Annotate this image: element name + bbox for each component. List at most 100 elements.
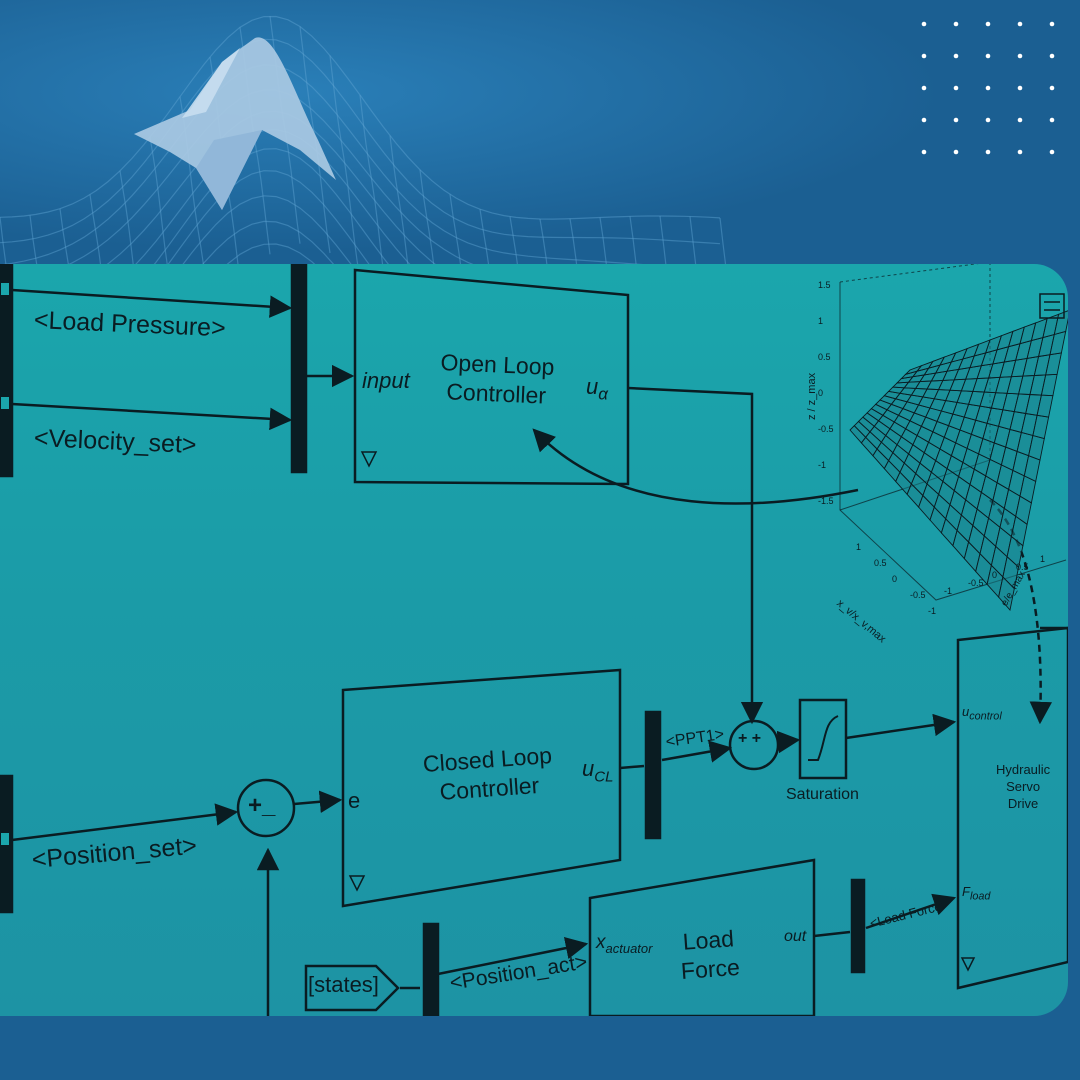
- mesh-line: [419, 169, 435, 264]
- dot: [1049, 149, 1055, 155]
- line-ol-to-sum: [627, 386, 764, 725]
- dot: [1049, 117, 1055, 123]
- line-sat-to-drive: [845, 713, 957, 740]
- mesh-line: [153, 148, 389, 264]
- saturation-block: [798, 698, 848, 780]
- ppt-bar: [644, 710, 662, 840]
- mesh-line: [149, 137, 168, 264]
- tick-label: 0.5: [874, 558, 887, 568]
- closed-loop-title: Closed Loop Controller: [422, 742, 553, 805]
- mesh-line: [659, 215, 667, 264]
- dot: [1017, 53, 1023, 59]
- open-loop-title: Open Loop Controller: [440, 349, 555, 409]
- mesh-line: [2, 64, 644, 264]
- dot: [985, 149, 991, 155]
- mesh-line: [449, 194, 462, 264]
- dot: [1017, 21, 1023, 27]
- tick-label: 0: [892, 574, 898, 584]
- tick-label: 0.5: [1016, 562, 1029, 572]
- tick-label: 1: [818, 316, 824, 326]
- mesh-line: [539, 218, 548, 264]
- dot: [953, 149, 959, 155]
- mesh-line: [0, 217, 7, 264]
- sum-error-circle: [236, 778, 296, 838]
- tick-label: -1: [818, 460, 827, 470]
- tick-label: 0: [818, 388, 824, 398]
- dot: [985, 21, 991, 27]
- surface-plot: [839, 264, 1068, 611]
- mesh-line: [569, 218, 578, 264]
- dot: [1049, 85, 1055, 91]
- lf-input-port: xactuator: [596, 932, 653, 956]
- saturation-label: Saturation: [786, 786, 859, 803]
- mesh-line: [629, 216, 637, 264]
- load-force-title: Load Force: [680, 925, 741, 984]
- dot: [985, 53, 991, 59]
- dot: [921, 85, 927, 91]
- mesh-line: [719, 217, 727, 264]
- dot: [1017, 149, 1023, 155]
- drive-in1-port: ucontrol: [962, 704, 1002, 723]
- mesh-line: [119, 170, 134, 264]
- line-velocity-set: [11, 402, 293, 431]
- mesh-line: [0, 15, 721, 220]
- dot: [921, 21, 927, 27]
- tick-label: -1: [944, 586, 953, 596]
- mesh-line: [359, 94, 384, 264]
- diagram-panel: <Load Pressure> <Velocity_set> <Position…: [0, 264, 1068, 1016]
- line-ppt1: [661, 740, 733, 763]
- background-decor: [0, 0, 1080, 264]
- drive-in2-port: Fload: [962, 884, 991, 903]
- position-act-bar: [422, 922, 440, 1016]
- load-force-block: [588, 858, 816, 1016]
- mesh-line: [509, 216, 518, 264]
- tick-label: 1.5: [818, 280, 831, 290]
- mesh-line: [167, 170, 370, 264]
- hydraulic-title: Hydraulic Servo Drive: [996, 762, 1051, 811]
- sum-output-signs: + +: [738, 730, 762, 747]
- inport-bar-top: [0, 264, 14, 478]
- dot-grid-icon: [921, 21, 1055, 155]
- dot: [1049, 53, 1055, 59]
- dot: [1017, 85, 1023, 91]
- dot: [953, 21, 959, 27]
- lf-output-port: out: [784, 928, 807, 945]
- tick-label: 1: [856, 542, 862, 552]
- line-cl-out: [619, 764, 645, 770]
- mesh-line: [329, 55, 359, 264]
- line-sum-to-cl: [293, 790, 343, 813]
- ol-input-port: input: [362, 368, 410, 393]
- curve-to-ol: [532, 428, 859, 505]
- cl-output-port: uCL: [582, 756, 614, 786]
- mesh-line: [0, 38, 721, 245]
- block-diagram: [0, 264, 1068, 1016]
- mux-bar: [290, 264, 308, 474]
- mesh-line: [135, 129, 411, 264]
- load-force-bar: [850, 878, 866, 974]
- tick-label: -1: [928, 606, 937, 616]
- dot: [985, 85, 991, 91]
- mesh-line: [89, 194, 102, 264]
- tick-label: -0.5: [818, 424, 834, 434]
- mesh-line: [68, 89, 474, 264]
- mesh-line: [106, 110, 436, 264]
- dot: [921, 117, 927, 123]
- dot: [1049, 21, 1055, 27]
- mesh-line: [59, 208, 69, 264]
- tick-label: 0: [992, 570, 998, 580]
- tick-label: -1.5: [818, 496, 834, 506]
- tick-label: -0.5: [910, 590, 926, 600]
- states-goto: [304, 964, 400, 1012]
- surface-z-label: z / z_max: [806, 372, 818, 420]
- curve-to-drive: [989, 499, 1053, 725]
- mesh-line: [389, 135, 409, 264]
- hydraulic-block: [956, 626, 1068, 990]
- dot: [985, 117, 991, 123]
- mesh-line: [689, 216, 697, 264]
- line-position-act: [437, 936, 589, 976]
- closed-loop-block: [341, 668, 622, 908]
- mesh-line: [29, 215, 38, 264]
- open-loop-block: [353, 268, 630, 486]
- line-position-set: [11, 803, 239, 842]
